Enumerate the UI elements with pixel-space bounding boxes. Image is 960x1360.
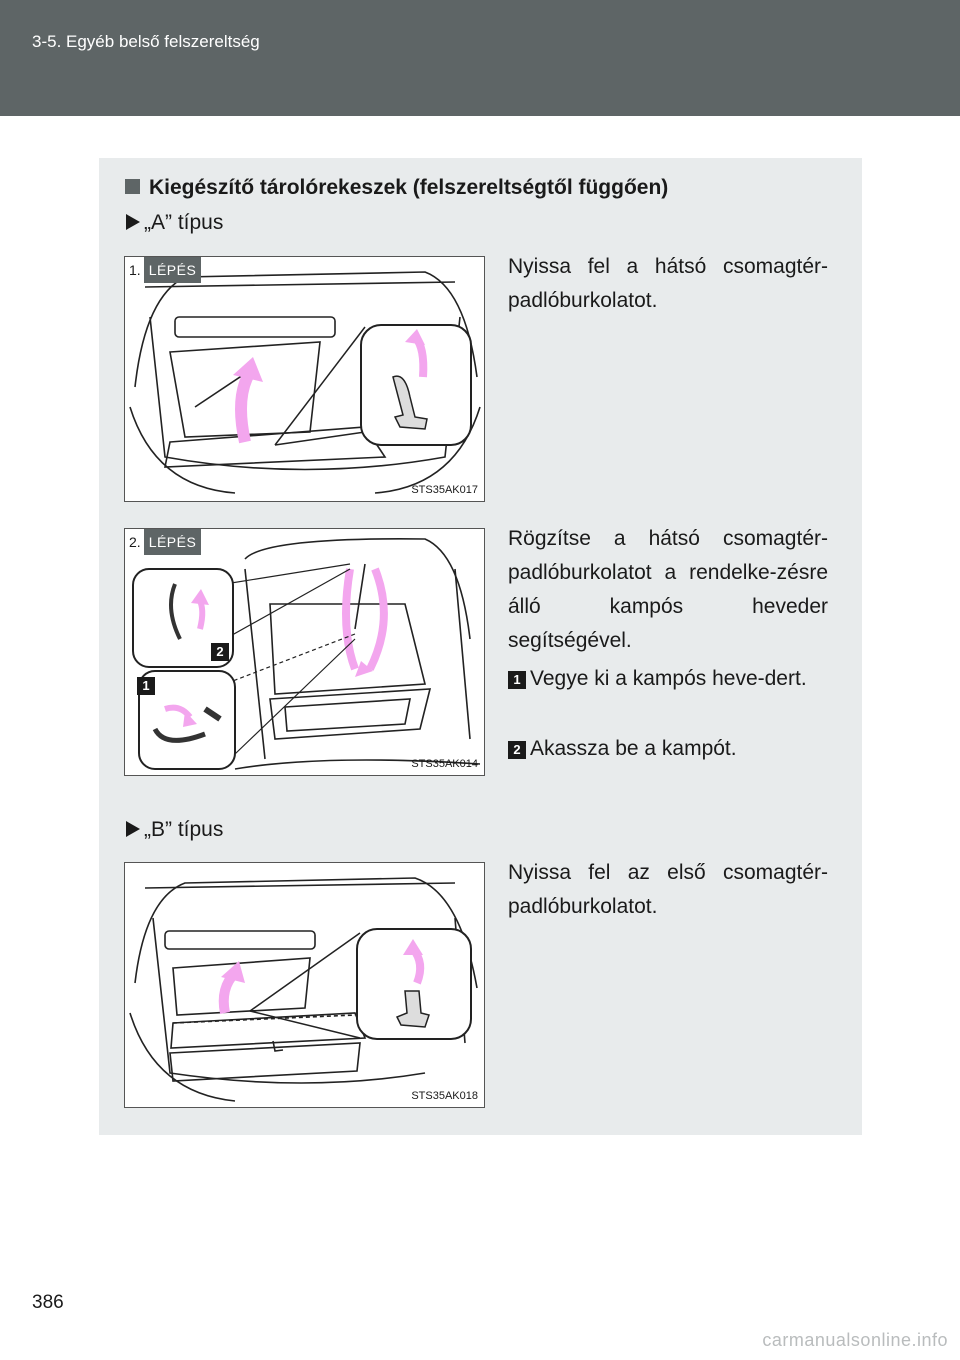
triangle-bullet-icon [126,214,140,230]
triangle-bullet-icon [126,821,140,837]
figure-marker-2: 2 [211,643,229,661]
figure-step2: 2. LÉPÉS 2 1 STS35AK014 [124,528,485,776]
figure-code: STS35AK017 [411,484,478,496]
trunk-illustration-hook-strap [132,538,481,770]
footer-watermark: carmanualsonline.info [762,1330,948,1350]
trunk-illustration-open-front-cover [129,877,478,1102]
item-number-badge: 1 [508,671,526,689]
type-a-label: „A” típus [126,211,223,235]
page-number: 386 [32,1292,64,1313]
figure-type-b: STS35AK018 [124,862,485,1108]
type-a-label-text: „A” típus [144,211,224,234]
step-word: LÉPÉS [143,529,202,555]
item-text: Akassza be a kampót. [530,737,737,760]
type-b-label-text: „B” típus [144,818,224,841]
section-title-text: Kiegészítő tárolórekeszek (felszereltség… [149,176,669,199]
chapter-title: 3-5. Egyéb belső felszereltség [32,32,260,51]
step-badge: 1. LÉPÉS [125,257,202,283]
step-word: LÉPÉS [143,257,202,283]
item-number-badge: 2 [508,741,526,759]
figure-code: STS35AK018 [411,1090,478,1102]
step2-text: Rögzítse a hátsó csomagtér-padlóburkolat… [508,527,828,652]
figure-step1: 1. LÉPÉS STS35AK017 [124,256,485,502]
type-b-label: „B” típus [126,818,223,842]
step-number: 2. [125,529,144,555]
figure-code: STS35AK014 [411,758,478,770]
square-bullet-icon [125,179,140,194]
type-b-text: Nyissa fel az első csomagtér-padlóburkol… [508,861,828,918]
section-title: Kiegészítő tárolórekeszek (felszereltség… [125,176,668,200]
step-number: 1. [125,257,144,283]
step1-text: Nyissa fel a hátsó csomagtér-padlóburkol… [508,255,828,312]
trunk-illustration-open-rear-cover [129,271,481,494]
item-text: Vegye ki a kampós heve-dert. [530,667,807,690]
page-header: 3-5. Egyéb belső felszereltség [0,0,960,116]
step-badge: 2. LÉPÉS [125,529,202,555]
figure-marker-1: 1 [137,677,155,695]
